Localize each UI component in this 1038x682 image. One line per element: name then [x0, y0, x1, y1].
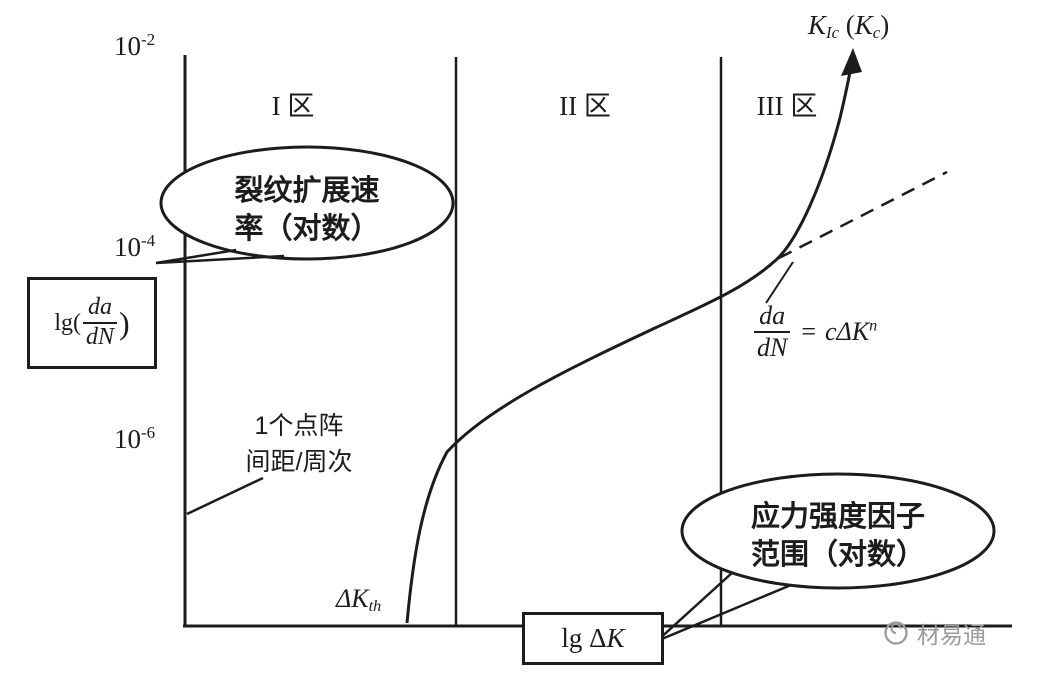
fraction-denominator: dN — [86, 324, 115, 350]
paren-close: ) — [880, 10, 890, 40]
paris-exponent: n — [869, 317, 878, 335]
equals-sign: = — [801, 317, 817, 347]
tick-base: 10 — [114, 424, 141, 455]
y-label-suffix: ) — [119, 304, 130, 341]
region-label-text: III 区 — [756, 91, 818, 121]
fraction-numerator: da — [754, 301, 791, 334]
paris-fraction: da dN — [752, 301, 792, 363]
k-subscript: Ic — [826, 23, 840, 43]
crack-growth-curve — [405, 65, 853, 624]
paren-open: ( — [845, 10, 855, 40]
annotation-line: 间距/周次 — [245, 448, 353, 476]
paris-extrapolation-dashed-line — [778, 170, 948, 260]
paris-rhs-term: cΔK — [825, 317, 870, 347]
region-1-label: I 区 — [233, 84, 353, 123]
threshold-base: ΔK — [336, 584, 369, 613]
y-label-prefix: lg( — [54, 309, 81, 336]
growth-rate-callout-ellipse — [159, 145, 455, 261]
near-threshold-segment — [186, 476, 264, 516]
y-tick-10e-6: 10-6 — [114, 423, 155, 455]
fraction-numerator: da — [83, 294, 117, 324]
watermark-logo — [884, 621, 908, 645]
tick-exponent: -2 — [141, 30, 156, 49]
stress-intensity-callout-text: 应力强度因子 范围（对数） — [690, 498, 986, 574]
region-2-label: II 区 — [525, 84, 645, 123]
threshold-subscript: th — [368, 598, 382, 616]
region-label-text: I 区 — [271, 91, 315, 121]
tick-exponent: -4 — [141, 231, 156, 250]
delta-k-threshold-label: ΔKth — [336, 584, 381, 616]
y-axis-label-box: lg( da dN ) — [27, 277, 157, 369]
paris-law-formula: da dN = cΔKn — [752, 301, 877, 363]
region-label-text: II 区 — [559, 91, 611, 121]
callout-line: 应力强度因子 — [750, 501, 925, 533]
paris-formula-leader-line — [765, 261, 794, 304]
watermark: 材易通 — [882, 616, 986, 650]
x-label-variable: K — [606, 623, 625, 653]
stress-intensity-callout-ellipse — [680, 472, 996, 590]
y-tick-10e-2: 10-2 — [114, 30, 155, 62]
fracture-toughness-label: KIc (Kc) — [808, 10, 889, 43]
lattice-spacing-annotation: 1个点阵 间距/周次 — [234, 408, 364, 480]
x-label-prefix: lg Δ — [561, 623, 607, 653]
fraction-denominator: dN — [757, 333, 788, 363]
watermark-text: 材易通 — [917, 622, 986, 648]
tick-exponent: -6 — [141, 423, 156, 442]
annotation-line: 1个点阵 — [254, 412, 344, 440]
k-symbol: K — [808, 10, 827, 40]
y-tick-10e-4: 10-4 — [114, 231, 155, 263]
growth-rate-callout-text: 裂纹扩展速 率（对数） — [170, 172, 444, 248]
region-3-label: III 区 — [727, 84, 847, 123]
curve-arrowhead — [841, 48, 862, 76]
tick-base: 10 — [114, 232, 141, 263]
growth-rate-callout-tail — [155, 248, 285, 265]
tick-base: 10 — [114, 31, 141, 62]
callout-line: 率（对数） — [234, 213, 380, 245]
y-label-fraction: da dN — [81, 294, 119, 351]
paris-rhs: cΔKn — [825, 317, 877, 347]
k-subscript: c — [872, 23, 881, 43]
callout-line: 范围（对数） — [750, 539, 925, 571]
callout-line: 裂纹扩展速 — [234, 175, 380, 207]
k-symbol: K — [854, 10, 873, 40]
